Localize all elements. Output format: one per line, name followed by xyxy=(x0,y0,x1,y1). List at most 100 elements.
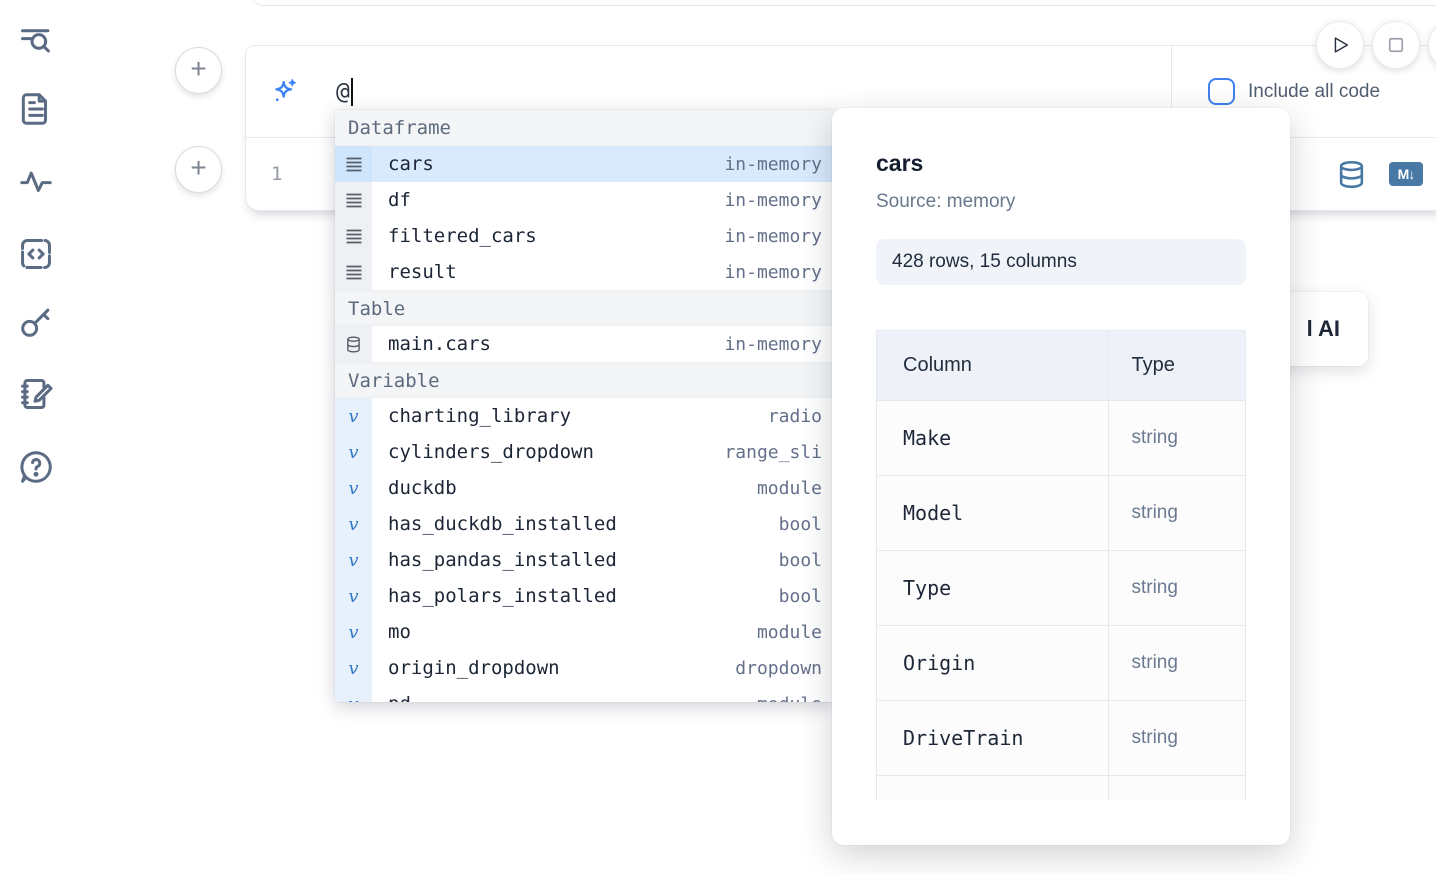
item-name: duckdb xyxy=(388,477,457,499)
autocomplete-item-charting_library[interactable]: v charting_library radio xyxy=(335,398,835,434)
item-name: main.cars xyxy=(388,333,491,355)
item-type: bool xyxy=(778,549,822,571)
item-name: mo xyxy=(388,621,411,643)
schema-header-column: Column xyxy=(876,330,1110,401)
autocomplete-section-header: Table xyxy=(335,290,835,326)
item-name: origin_dropdown xyxy=(388,657,560,679)
schema-header-type: Type xyxy=(1108,330,1246,401)
item-type: bool xyxy=(778,513,822,535)
item-name: charting_library xyxy=(388,405,572,427)
item-name: has_pandas_installed xyxy=(388,549,617,571)
autocomplete-item-filtered_cars[interactable]: filtered_cars in-memory xyxy=(335,218,835,254)
item-name: df xyxy=(388,189,411,211)
rows-icon xyxy=(335,218,372,254)
item-name: has_polars_installed xyxy=(388,585,617,607)
add-cell-below-button[interactable]: + xyxy=(175,146,222,193)
preview-title: cars xyxy=(876,150,924,176)
code-editor-row[interactable]: 1 M↓ xyxy=(246,138,1436,210)
autocomplete-item-pd[interactable]: v pd module xyxy=(335,686,835,702)
item-type: module xyxy=(756,621,822,643)
autocomplete-section-header: Dataframe xyxy=(335,110,835,146)
ai-button-label: l AI xyxy=(1306,316,1340,341)
help-chat-icon[interactable] xyxy=(17,448,55,486)
cell-actions: M↓ xyxy=(1336,138,1423,210)
variable-icon: v xyxy=(335,398,372,434)
item-name: pd xyxy=(388,693,411,702)
item-type: range_sli xyxy=(724,441,822,463)
tracing-activity-icon[interactable] xyxy=(17,162,55,200)
variable-icon: v xyxy=(335,434,372,470)
variable-icon: v xyxy=(335,506,372,542)
add-cell-above-button[interactable]: + xyxy=(175,47,222,94)
code-snippets-icon[interactable] xyxy=(17,235,55,273)
file-document-icon[interactable] xyxy=(17,90,55,128)
scratchpad-notebook-icon[interactable] xyxy=(17,375,55,413)
autocomplete-item-cylinders_dropdown[interactable]: v cylinders_dropdown range_sli xyxy=(335,434,835,470)
variable-icon: v xyxy=(335,686,372,702)
item-type: module xyxy=(757,694,822,703)
sparkles-icon xyxy=(269,76,301,108)
item-type: in-memory xyxy=(724,261,822,283)
autocomplete-item-df[interactable]: df in-memory xyxy=(335,182,835,218)
autocomplete-item-has_duckdb_installed[interactable]: v has_duckdb_installed bool xyxy=(335,506,835,542)
table-of-contents-search-icon[interactable] xyxy=(17,22,55,60)
autocomplete-item-has_polars_installed[interactable]: v has_polars_installed bool xyxy=(335,578,835,614)
variable-icon: v xyxy=(335,578,372,614)
shape-badge: 428 rows, 15 columns xyxy=(876,239,1246,285)
autocomplete-section-header: Variable xyxy=(335,362,835,398)
previous-cell-bottom-edge xyxy=(250,0,1436,6)
include-all-code-checkbox[interactable] xyxy=(1208,78,1235,105)
variable-icon: v xyxy=(335,650,372,686)
variable-icon: v xyxy=(335,542,372,578)
schema-row-clipped xyxy=(876,775,1246,800)
item-name: cylinders_dropdown xyxy=(388,441,594,463)
ai-prompt-input[interactable]: @ xyxy=(336,77,353,106)
rows-icon xyxy=(335,254,372,290)
autocomplete-item-has_pandas_installed[interactable]: v has_pandas_installed bool xyxy=(335,542,835,578)
dataframe-preview-panel: cars Source: memory 428 rows, 15 columns… xyxy=(832,108,1290,845)
item-type: in-memory xyxy=(724,189,822,211)
variable-icon: v xyxy=(335,614,372,650)
autocomplete-item-cars[interactable]: cars in-memory xyxy=(335,146,835,182)
secrets-key-icon[interactable] xyxy=(17,303,55,341)
autocomplete-item-main.cars[interactable]: main.cars in-memory xyxy=(335,326,835,362)
run-button[interactable] xyxy=(1316,21,1364,69)
preview-source: Source: memory xyxy=(876,191,1016,212)
item-type: in-memory xyxy=(724,225,822,247)
variable-icon: v xyxy=(335,470,372,506)
ai-options-section: Include all code xyxy=(1171,46,1436,137)
left-sidebar xyxy=(0,0,72,874)
item-type: bool xyxy=(778,585,822,607)
item-type: in-memory xyxy=(724,333,822,355)
item-name: cars xyxy=(388,153,434,175)
rows-icon xyxy=(335,182,372,218)
item-type: module xyxy=(756,477,822,499)
ai-prompt-value: @ xyxy=(336,78,350,105)
item-type: radio xyxy=(767,405,822,427)
item-name: has_duckdb_installed xyxy=(388,513,617,535)
item-type: in-memory xyxy=(724,153,822,175)
text-caret xyxy=(350,77,353,106)
database-icon xyxy=(335,326,372,362)
line-number: 1 xyxy=(271,163,283,185)
item-name: filtered_cars xyxy=(388,225,537,247)
rows-icon xyxy=(335,146,372,182)
database-icon[interactable] xyxy=(1336,159,1367,190)
markdown-convert-icon[interactable]: M↓ xyxy=(1389,162,1423,186)
stop-button[interactable] xyxy=(1372,21,1420,69)
item-type: dropdown xyxy=(735,657,822,679)
autocomplete-item-origin_dropdown[interactable]: v origin_dropdown dropdown xyxy=(335,650,835,686)
